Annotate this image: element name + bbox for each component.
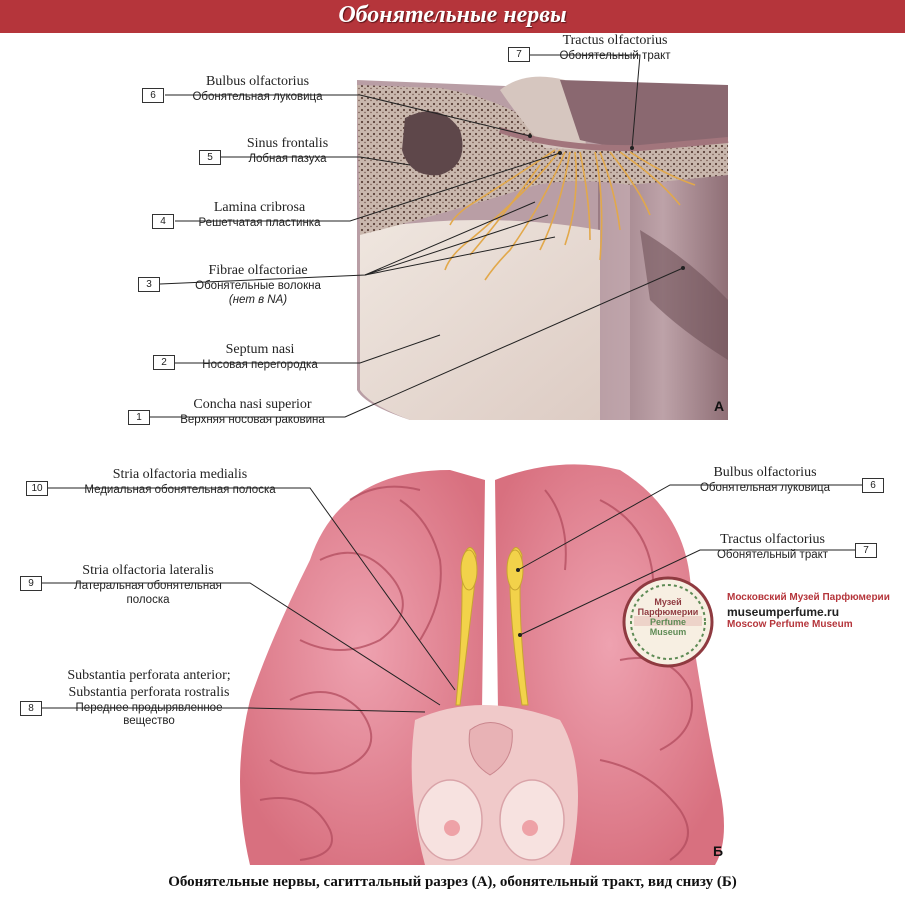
label-number-5: 5 [199,150,221,165]
latin-name: Fibrae olfactoriae [208,263,308,278]
label-number-7b: 7 [855,543,877,558]
label-substantia-perforata: Substantia perforata anterior; Substanti… [44,668,254,729]
watermark-line-1: Московский Музей Парфюмерии [727,592,890,603]
label-bulbus-olfactorius-b: Bulbus olfactorius Обонятельная луковица [675,465,855,496]
label-number-7a: 7 [508,47,530,62]
russian-name: Обонятельный тракт [559,49,671,62]
russian-name-line2: вещество [123,715,175,728]
label-number-6a: 6 [142,88,164,103]
latin-name: Tractus olfactorius [562,33,668,48]
label-fibrae-olfactoriae: Fibrae olfactoriae Обонятельные волокна … [168,263,348,307]
label-number-6b: 6 [862,478,884,493]
latin-name: Bulbus olfactorius [205,74,310,89]
russian-name: Переднее продырявленное [75,701,223,714]
latin-name: Sinus frontalis [246,136,329,151]
label-number-2: 2 [153,355,175,370]
russian-name: Обонятельный тракт [716,548,829,561]
seal-line-4: Museum [649,626,687,637]
label-stria-olfactoria-lateralis: Stria olfactoria lateralis Латеральная о… [48,563,248,607]
label-number-9: 9 [20,576,42,591]
label-number-10: 10 [26,481,48,496]
label-septum-nasi: Septum nasi Носовая перегородка [185,342,335,373]
russian-name: Лобная пазуха [248,152,327,165]
latin-name: Stria olfactoria lateralis [82,563,214,578]
label-number-1: 1 [128,410,150,425]
panel-b-illustration [42,464,862,865]
title-banner [0,0,905,33]
watermark-line-2: museumperfume.ru [727,605,840,619]
label-stria-olfactoria-medialis: Stria olfactoria medialis Медиальная обо… [55,467,305,498]
museum-seal [622,576,714,668]
latin-name-line2: Substantia perforata rostralis [68,684,230,700]
latin-name: Tractus olfactorius [720,532,825,547]
russian-name: Обонятельная луковица [192,90,323,103]
latin-name: Bulbus olfactorius [713,465,817,480]
latin-name: Stria olfactoria medialis [112,467,248,482]
label-concha-nasi-superior: Concha nasi superior Верхняя носовая рак… [160,397,345,428]
page-title: Обонятельные нервы [338,2,567,28]
label-bulbus-olfactorius-a: Bulbus olfactorius Обонятельная луковица [170,74,345,105]
russian-name: Решетчатая пластинка [198,216,321,229]
russian-name: Верхняя носовая раковина [180,413,325,426]
russian-name: Обонятельная луковица [699,481,831,494]
label-lamina-cribrosa: Lamina cribrosa Решетчатая пластинка [182,200,337,231]
label-tractus-olfactorius-b: Tractus olfactorius Обонятельный тракт [695,532,850,563]
russian-name-line2: полоска [126,593,170,606]
latin-name: Lamina cribrosa [213,200,306,215]
label-number-4: 4 [152,214,174,229]
seal-line-3: Perfume [649,616,686,627]
russian-name: Обонятельные волокна [195,279,321,292]
latin-name: Substantia perforata anterior; [67,668,231,683]
russian-name: Латеральная обонятельная [74,579,222,592]
panel-b-letter: Б [713,843,724,859]
label-sinus-frontalis: Sinus frontalis Лобная пазуха [225,136,350,167]
label-tractus-olfactorius-a: Tractus olfactorius Обонятельный тракт [540,33,690,64]
russian-name: Медиальная обонятельная полоска [84,483,276,496]
seal-line-2: Парфюмерии [637,606,699,617]
seal-text: Музей Парфюмерии Perfume Museum [636,597,700,638]
seal-line-1: Музей [654,597,682,607]
label-number-8: 8 [20,701,42,716]
nomenclature-note: (нет в NA) [228,293,288,306]
watermark-line-3: Moscow Perfume Museum [727,619,853,630]
russian-name: Носовая перегородка [202,358,318,371]
panel-a-letter: А [714,398,725,414]
panel-a-illustration [150,54,729,420]
figure-caption: Обонятельные нервы, сагиттальный разрез … [168,874,737,890]
latin-name: Septum nasi [225,342,295,357]
latin-name: Concha nasi superior [193,397,312,412]
label-number-3: 3 [138,277,160,292]
